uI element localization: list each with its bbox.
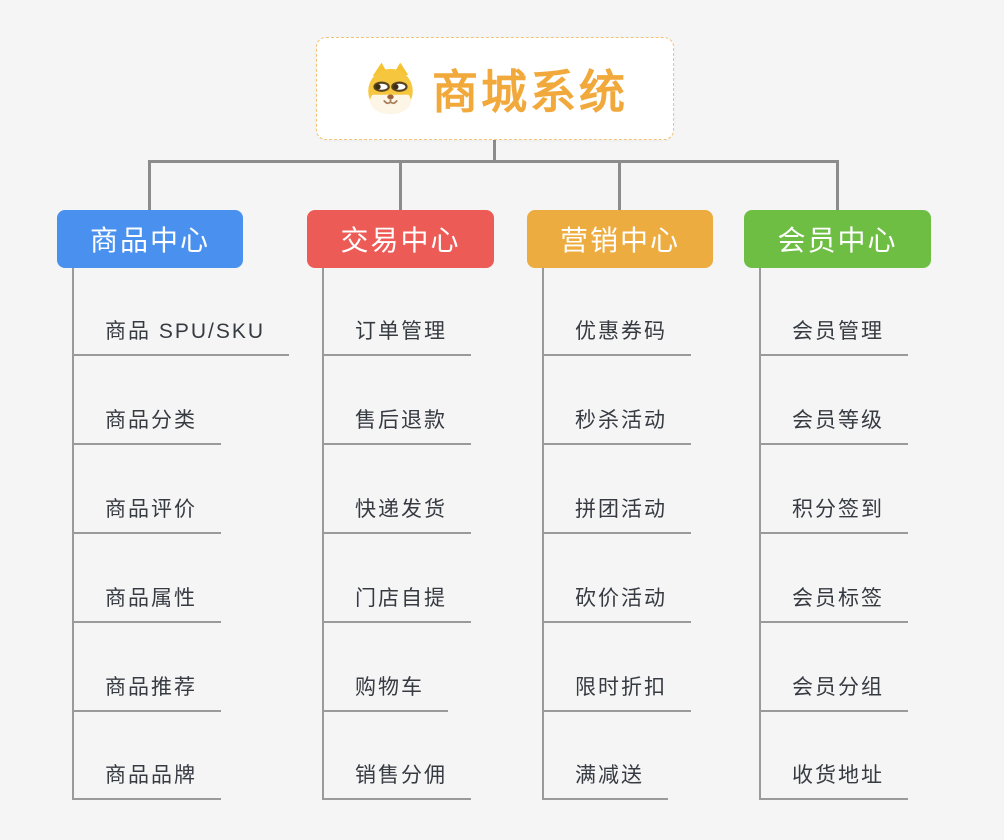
doge-face-icon xyxy=(368,62,413,115)
leaf-node[interactable]: 售后退款 xyxy=(322,404,471,445)
leaf-node[interactable]: 优惠券码 xyxy=(542,315,691,356)
leaf-node[interactable]: 订单管理 xyxy=(322,315,471,356)
connector-drop-4 xyxy=(836,160,839,211)
leaf-node[interactable]: 满减送 xyxy=(542,759,668,800)
branch-label: 商品中心 xyxy=(89,225,210,256)
leaf-node[interactable]: 商品 SPU/SKU xyxy=(72,315,290,356)
leaf-node[interactable]: 销售分佣 xyxy=(322,759,471,800)
leaf-node[interactable]: 会员分组 xyxy=(759,671,908,712)
leaf-node[interactable]: 收货地址 xyxy=(759,759,908,800)
leaf-node[interactable]: 砍价活动 xyxy=(542,582,691,623)
leaf-node[interactable]: 商品评价 xyxy=(72,493,221,534)
branch-node-member-center[interactable]: 会员中心 xyxy=(744,210,931,268)
branch-label: 营销中心 xyxy=(559,225,680,256)
root-title: 商城系统 xyxy=(432,65,628,118)
connector-drop-2 xyxy=(399,160,402,211)
connector-drop-3 xyxy=(618,160,621,211)
leaf-node[interactable]: 商品品牌 xyxy=(72,759,221,800)
leaf-node[interactable]: 积分签到 xyxy=(759,493,908,534)
branch-node-trade-center[interactable]: 交易中心 xyxy=(307,210,494,268)
leaf-node[interactable]: 限时折扣 xyxy=(542,671,691,712)
connector-trunk xyxy=(148,160,839,163)
leaf-node[interactable]: 购物车 xyxy=(322,671,448,712)
leaf-node[interactable]: 商品推荐 xyxy=(72,671,221,712)
leaf-node[interactable]: 秒杀活动 xyxy=(542,404,691,445)
branch-node-product-center[interactable]: 商品中心 xyxy=(57,210,243,268)
connector-root-stem xyxy=(493,139,496,162)
branch-node-marketing-center[interactable]: 营销中心 xyxy=(527,210,713,268)
leaf-node[interactable]: 会员管理 xyxy=(759,315,908,356)
leaf-node[interactable]: 商品分类 xyxy=(72,404,221,445)
leaf-node[interactable]: 门店自提 xyxy=(322,582,471,623)
leaf-node[interactable]: 商品属性 xyxy=(72,582,221,623)
root-node[interactable]: 商城系统 xyxy=(316,37,674,140)
branch-label: 交易中心 xyxy=(340,225,461,256)
branch-label: 会员中心 xyxy=(777,225,898,256)
leaf-node[interactable]: 快递发货 xyxy=(322,493,471,534)
leaf-node[interactable]: 会员标签 xyxy=(759,582,908,623)
leaf-node[interactable]: 会员等级 xyxy=(759,404,908,445)
leaf-node[interactable]: 拼团活动 xyxy=(542,493,691,534)
connector-drop-1 xyxy=(148,160,151,211)
